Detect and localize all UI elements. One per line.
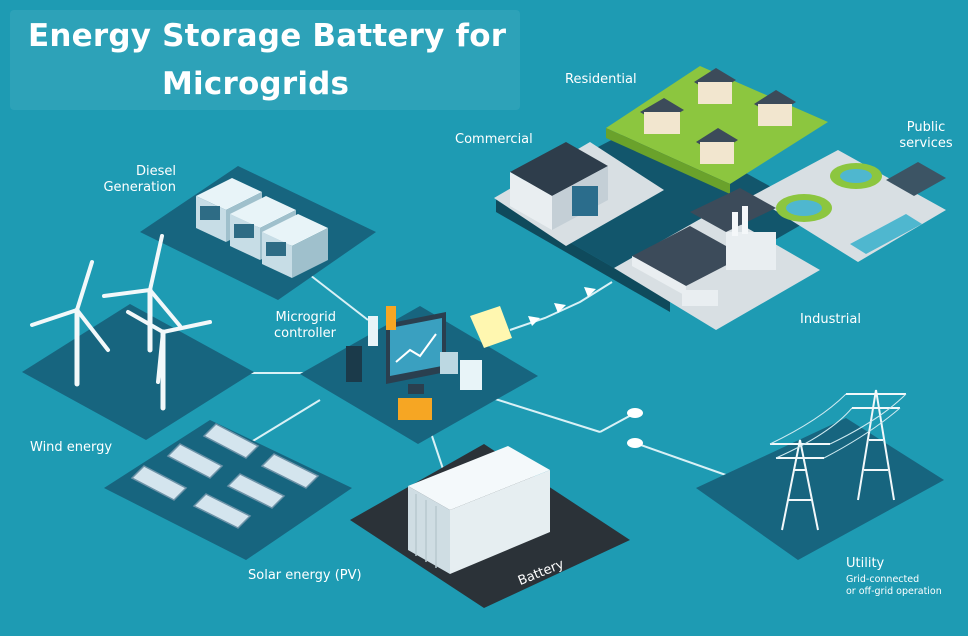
label-controller-line-2: controller <box>273 326 336 341</box>
label-utility: Utility <box>846 556 885 571</box>
battery-platform <box>350 444 630 608</box>
label-industrial: Industrial <box>800 312 861 327</box>
residential-platform <box>606 66 828 194</box>
microgrid-controller-platform <box>300 306 538 444</box>
label-utility-sub-line-2: or off-grid operation <box>846 586 942 597</box>
title-banner <box>10 10 520 110</box>
utility-platform <box>696 389 944 560</box>
accent-module <box>386 306 396 330</box>
battery-container <box>408 446 550 574</box>
page-title-line-2: Microgrids <box>162 66 350 102</box>
house <box>694 68 736 104</box>
label-commercial: Commercial <box>455 132 533 147</box>
document-panel <box>460 360 482 390</box>
node-dots <box>627 408 643 448</box>
label-diesel-line-1: Diesel <box>135 164 176 179</box>
label-public-line-1: Public <box>906 120 946 135</box>
truck <box>682 290 718 306</box>
flow-arrows <box>528 287 596 326</box>
wind-turbine <box>126 310 212 411</box>
label-utility-subtitle: Grid-connected or off-grid operation <box>846 574 942 598</box>
solar-energy-platform <box>104 420 352 560</box>
label-controller-line-1: Microgrid <box>275 310 336 325</box>
label-diesel-line-2: Generation <box>103 180 176 195</box>
label-microgrid-controller: Microgrid controller <box>246 310 336 342</box>
label-public-line-2: services <box>899 136 953 151</box>
server-tower <box>368 316 378 346</box>
status-display <box>398 398 432 420</box>
label-public-services: Public services <box>888 120 964 152</box>
transmission-tower <box>770 439 830 531</box>
connection-lines <box>229 274 741 481</box>
control-panel <box>346 346 362 382</box>
power-lines <box>769 393 907 459</box>
wind-energy-platform <box>22 234 254 440</box>
wind-turbine <box>102 234 182 353</box>
label-residential: Residential <box>565 72 637 87</box>
industrial-platform <box>614 188 820 330</box>
diesel-generation-platform <box>140 166 376 300</box>
solar-panel-array <box>130 423 320 529</box>
wind-turbine <box>30 260 110 387</box>
house <box>696 128 738 164</box>
page-title-line-1: Energy Storage Battery for <box>28 18 507 54</box>
label-wind-energy: Wind energy <box>30 440 113 455</box>
monitor <box>386 312 446 394</box>
document-icon <box>470 306 512 348</box>
label-diesel-generation: Diesel Generation <box>82 164 176 196</box>
transmission-tower <box>846 389 906 501</box>
chart-panel <box>440 352 458 374</box>
diesel-generator <box>262 214 328 278</box>
commercial-platform <box>494 142 664 246</box>
label-solar-energy: Solar energy (PV) <box>248 568 362 583</box>
public-services-platform <box>752 150 946 262</box>
house <box>640 98 684 134</box>
label-utility-sub-line-1: Grid-connected <box>846 574 920 585</box>
house <box>754 90 796 126</box>
